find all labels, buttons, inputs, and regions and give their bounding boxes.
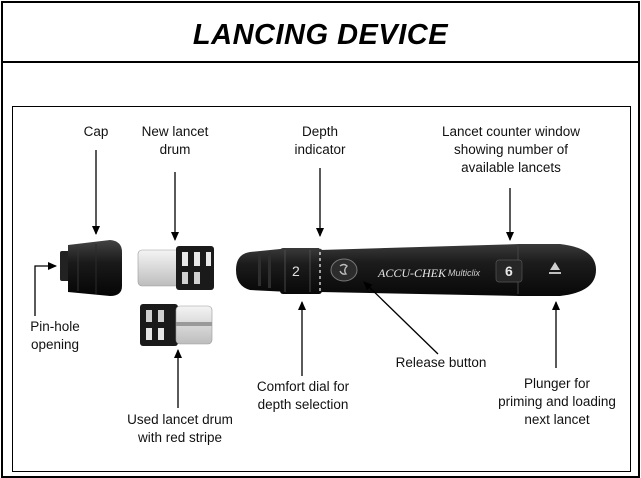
label-new-lancet-drum: New lancet drum	[141, 124, 209, 157]
lancing-device-body	[236, 240, 596, 300]
label-release-button: Release button	[395, 355, 487, 370]
label-counter-window: Lancet counter window showing number of …	[441, 124, 581, 175]
label-pinhole-opening: Pin-hole opening	[30, 319, 80, 352]
label-depth-indicator: Depth indicator	[294, 124, 346, 157]
used-lancet-drum	[140, 304, 213, 346]
cap	[60, 240, 122, 296]
callout-arrows	[34, 150, 560, 408]
label-cap: Cap	[83, 124, 109, 139]
title-bar: LANCING DEVICE	[3, 3, 638, 63]
label-used-lancet-drum: Used lancet drum with red stripe	[127, 412, 233, 445]
arrow-release-button	[363, 281, 439, 355]
new-lancet-drum	[137, 246, 214, 290]
brand-text: ACCU-CHEK	[377, 266, 447, 280]
illustration-panel	[12, 106, 631, 472]
model-text: Multiclix	[448, 268, 481, 278]
page-title: LANCING DEVICE	[192, 19, 449, 51]
dial-digit: 2	[292, 263, 300, 279]
label-plunger: Plunger for priming and loading next lan…	[498, 376, 616, 427]
arrow-pinhole	[34, 262, 57, 316]
label-comfort-dial: Comfort dial for depth selection	[256, 379, 350, 412]
counter-digit: 6	[505, 263, 513, 279]
